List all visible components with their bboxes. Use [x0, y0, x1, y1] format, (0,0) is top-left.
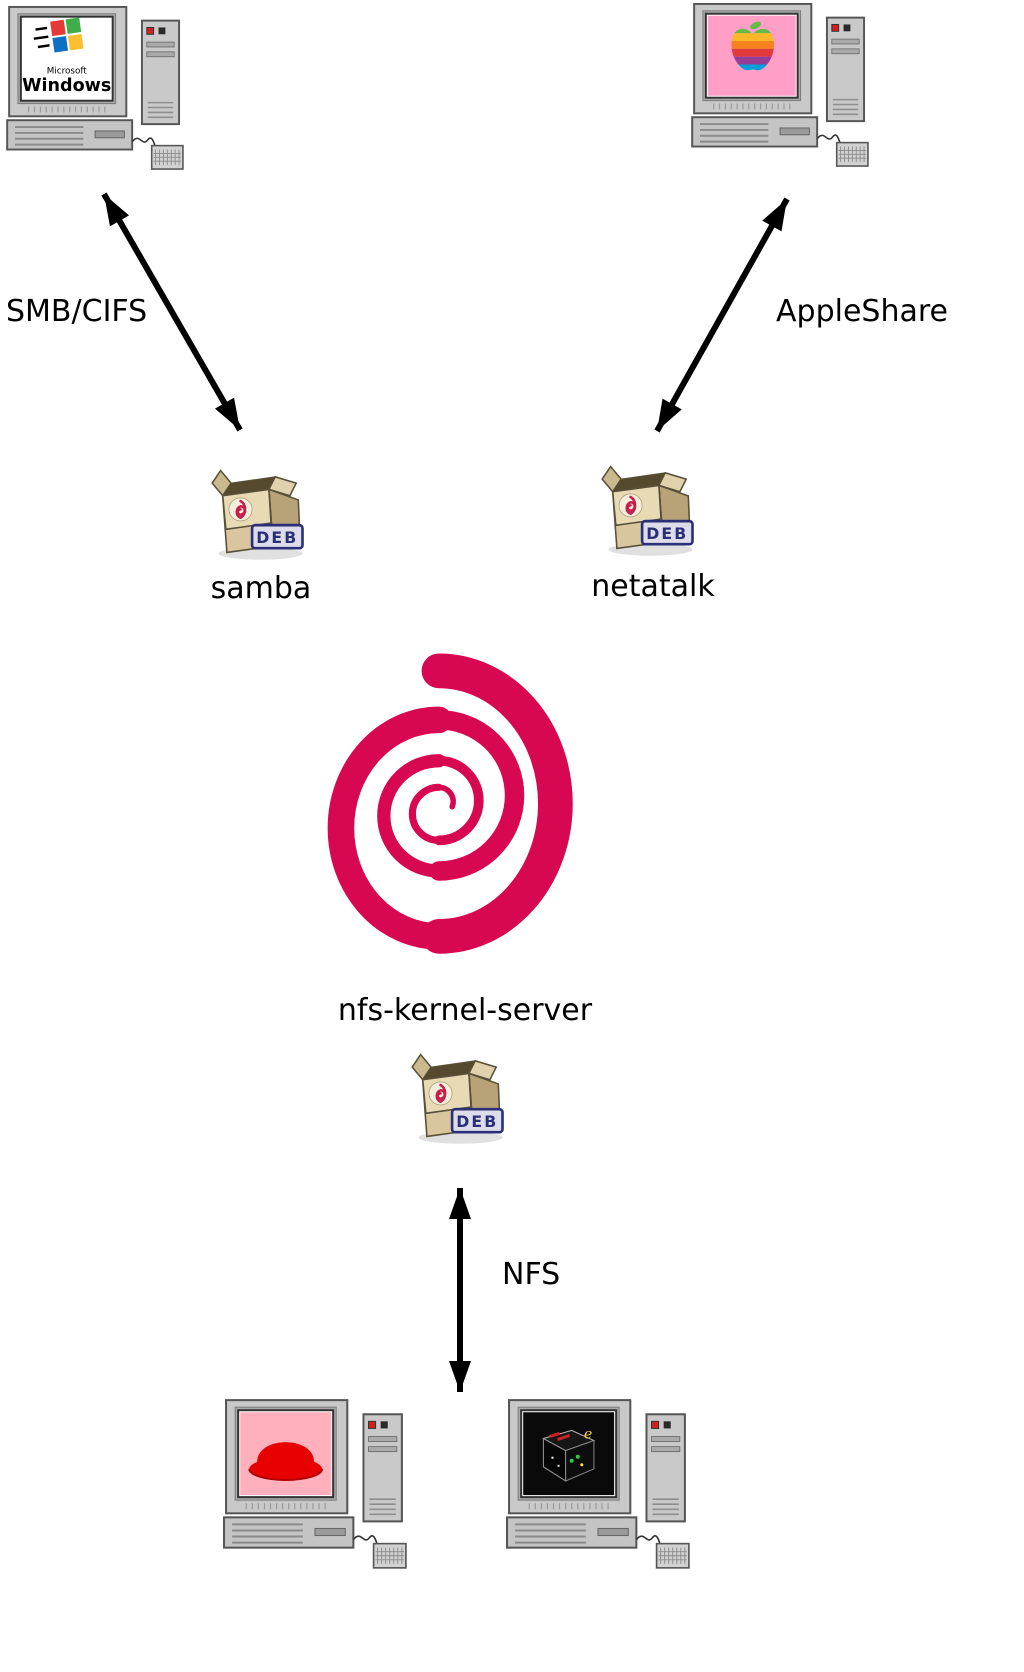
appleshare-label: AppleShare [776, 294, 948, 329]
nfs-label: NFS [502, 1257, 561, 1292]
smb-cifs-label: SMB/CIFS [6, 294, 148, 329]
debian-swirl-logo [308, 630, 574, 967]
samba-deb-icon [208, 462, 313, 562]
apple-computer-icon [690, 2, 876, 168]
unix-logo-icon: e [542, 1427, 596, 1482]
netatalk-deb-icon [598, 458, 703, 558]
appleshare-arrow [654, 197, 790, 433]
windows-screen [22, 18, 111, 99]
unix-computer-icon: e [505, 1398, 697, 1570]
nfs-kernel-server-label: nfs-kernel-server [337, 993, 593, 1028]
apple-leaf [750, 21, 762, 30]
nfs-deb-icon [408, 1046, 513, 1146]
unix-logo-glyph: e [584, 1427, 592, 1443]
smb-arrow [101, 192, 243, 432]
samba-label: samba [210, 571, 312, 606]
netatalk-label: netatalk [591, 569, 715, 604]
windows-brand-large: Windows [22, 76, 111, 96]
redhat-computer-icon [222, 1398, 414, 1570]
windows-brand-small: Microsoft [47, 66, 87, 76]
windows-computer-icon: Microsoft Windows [5, 5, 191, 171]
redhat-logo-icon [248, 1442, 324, 1481]
windows-logo-icon: Microsoft Windows [22, 17, 111, 96]
